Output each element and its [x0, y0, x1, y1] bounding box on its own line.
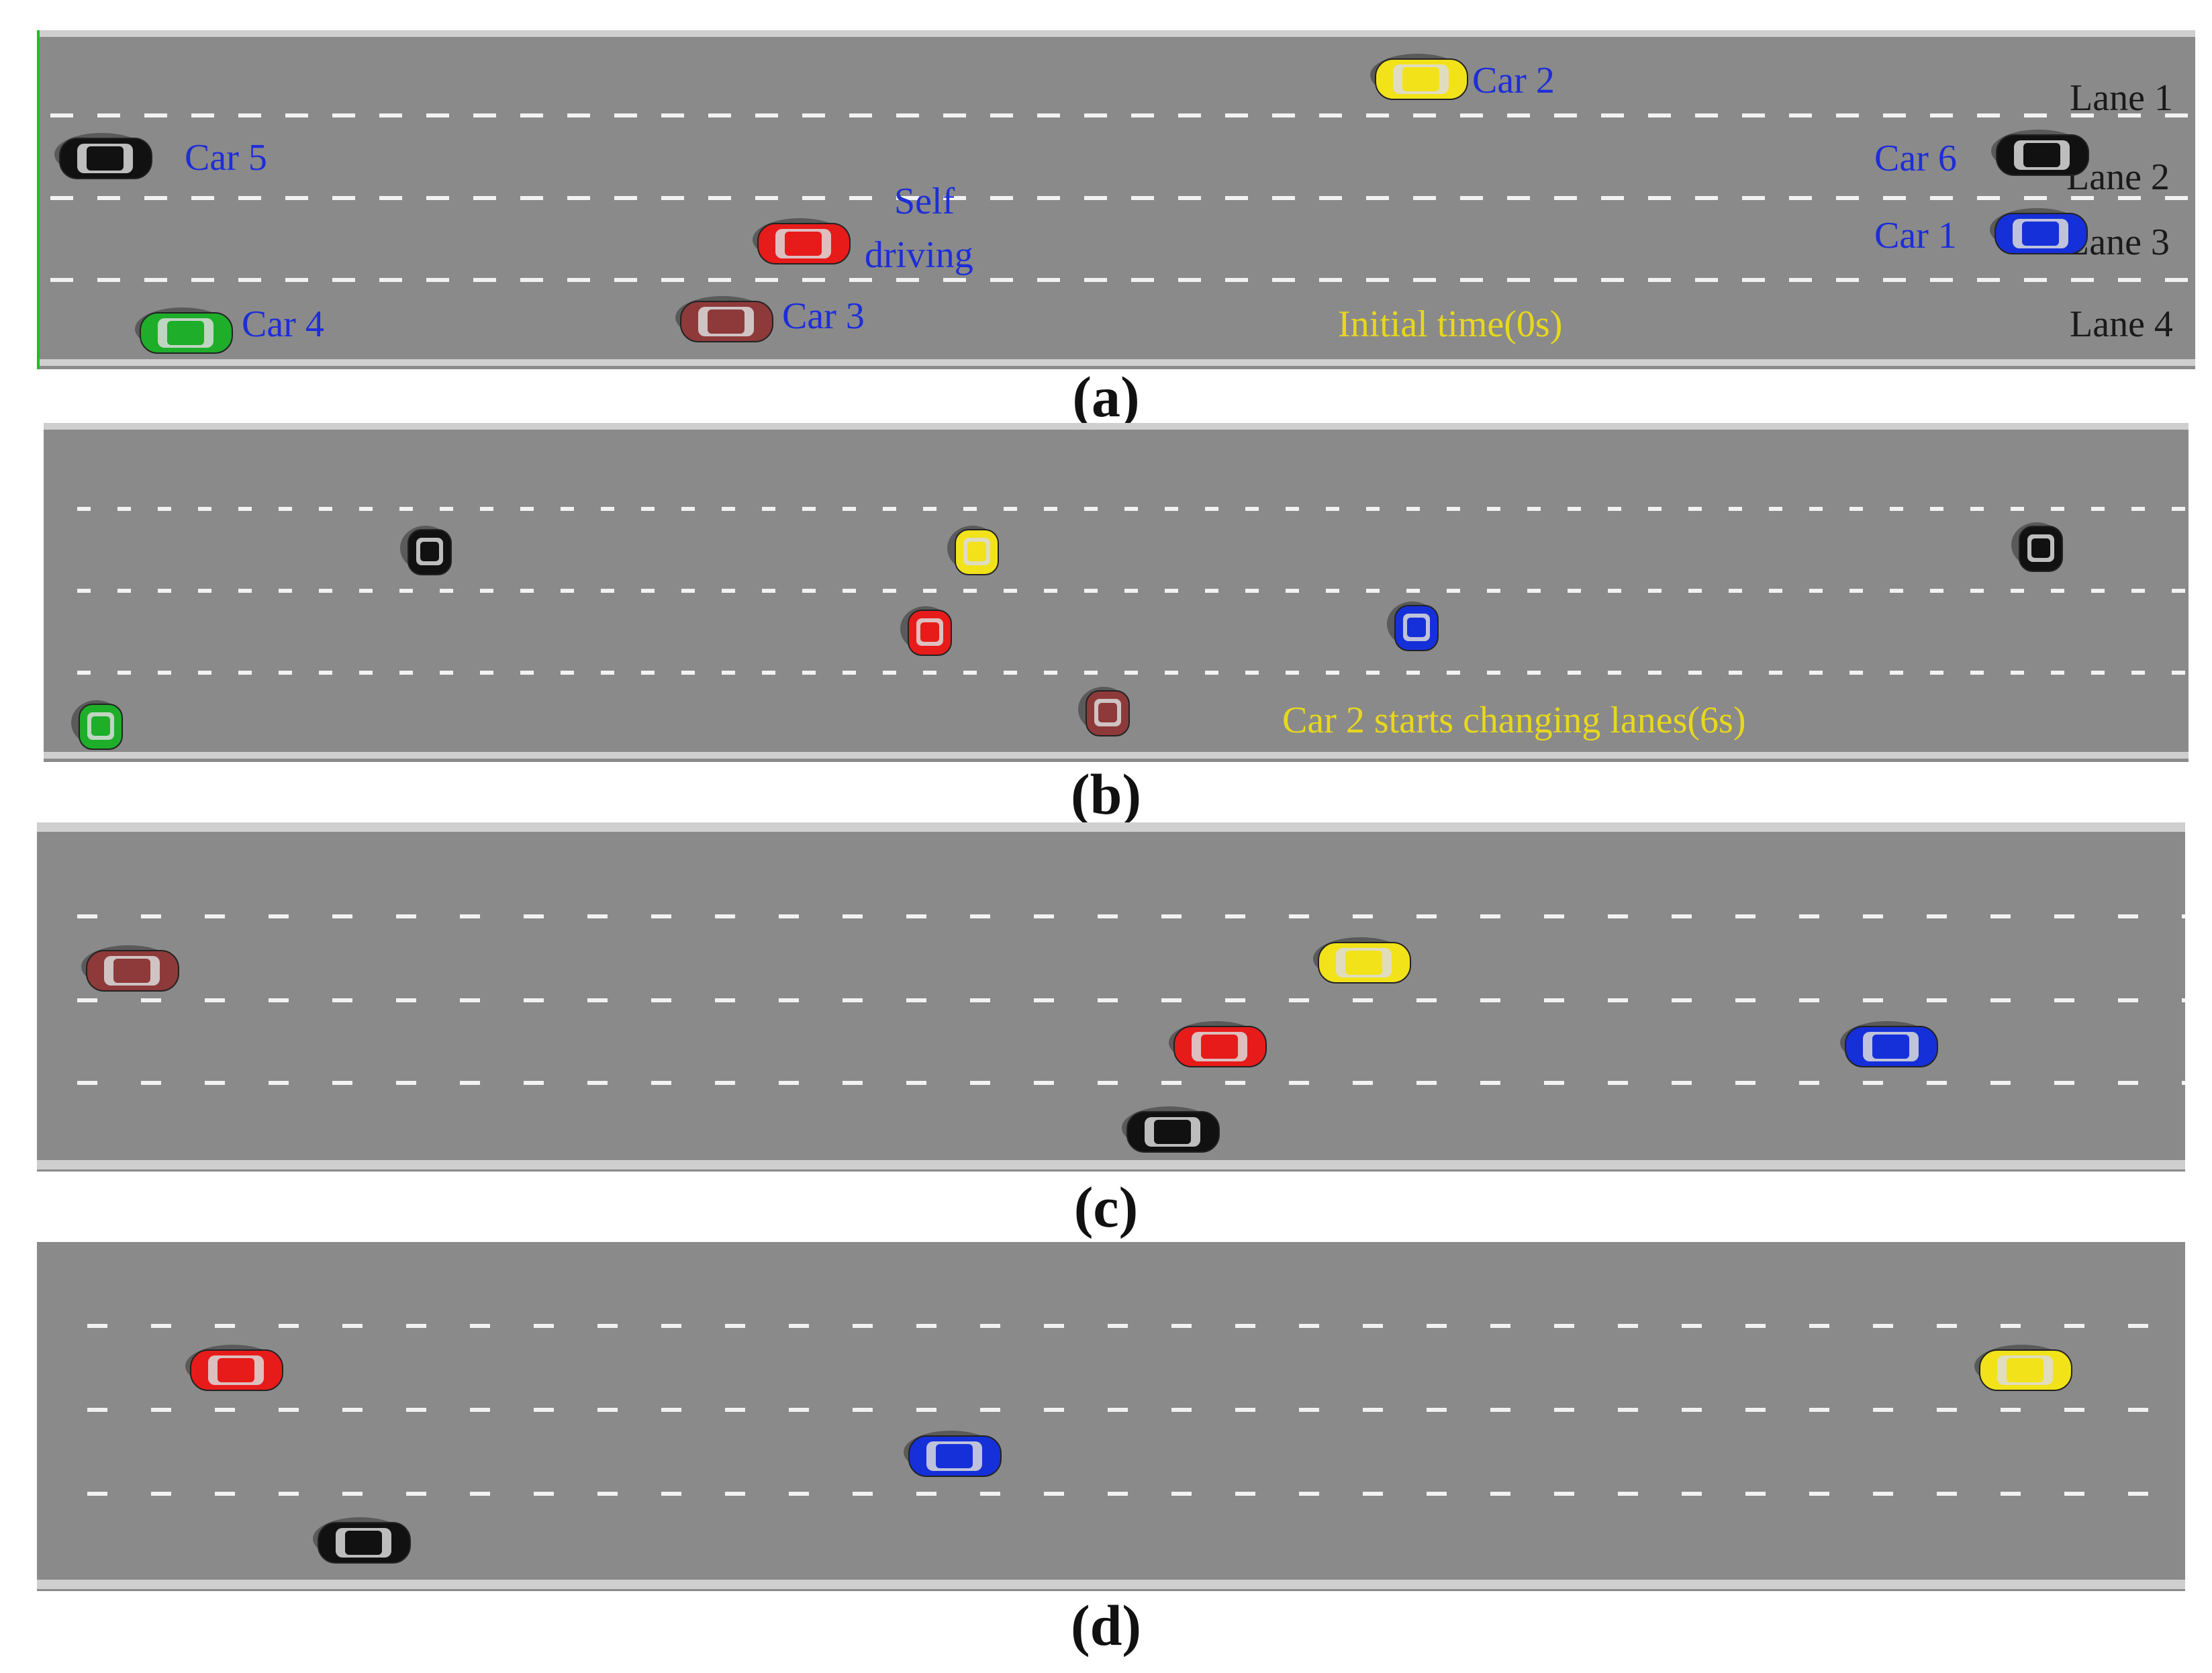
- car4-label: Car 4: [242, 303, 324, 345]
- lane4-label: Lane 4: [2070, 303, 2173, 345]
- car5-label: Car 5: [185, 137, 267, 179]
- road-a: [37, 30, 2195, 369]
- self-driving-label-line1: Self: [894, 181, 955, 222]
- road-c: [37, 822, 2185, 1172]
- car3-label: Car 3: [782, 295, 865, 337]
- lane1-label: Lane 1: [2070, 77, 2173, 119]
- car2-label: Car 2: [1472, 60, 1555, 101]
- caption-a: (a): [1072, 365, 1140, 429]
- status-label-b: Car 2 starts changing lanes(6s): [1282, 700, 1746, 741]
- car6-label: Car 6: [1874, 138, 1957, 179]
- caption-c: (c): [1073, 1175, 1139, 1239]
- panel-a: [37, 30, 2195, 369]
- caption-d: (d): [1070, 1593, 1142, 1658]
- self-driving-label-line2: driving: [865, 234, 973, 276]
- caption-b: (b): [1070, 762, 1142, 826]
- panel-c: [37, 822, 2185, 1172]
- status-label-a: Initial time(0s): [1338, 303, 1563, 345]
- car1-label: Car 1: [1874, 215, 1957, 256]
